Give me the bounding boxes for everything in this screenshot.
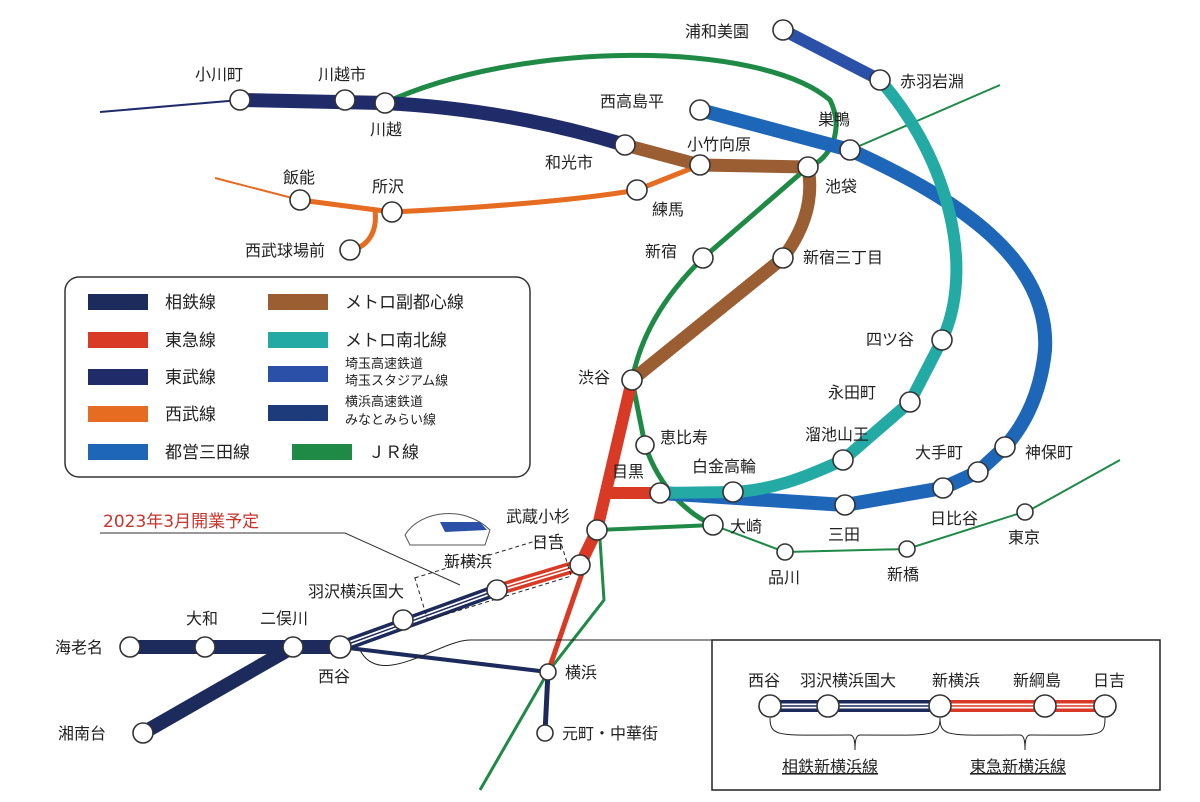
inset-line-tokyu: 東急新横浜線 [970,757,1066,776]
shinkansen-icon [404,513,491,546]
station-label: 赤羽岩淵 [900,72,964,91]
legend-label: メトロ南北線 [345,331,447,351]
legend-label: 埼玉高速鉄道 [345,356,423,372]
station-label: 羽沢横浜国大 [308,582,404,601]
legend-label: ＪＲ線 [368,443,419,463]
legend-label: 都営三田線 [165,443,250,463]
station-label: 巣鴨 [818,110,850,129]
station-label: 飯能 [283,168,315,187]
sotetsu-line [130,584,551,740]
station-label: 武蔵小杉 [506,507,570,526]
legend-label: みなとみらい線 [345,412,436,428]
inset-station: 西谷 [748,671,780,690]
station-label: 練馬 [652,200,684,219]
station-label: 川越 [370,120,402,139]
station-label: 三田 [828,525,860,544]
station-label: 西高島平 [600,92,664,111]
station-label: 海老名 [55,638,103,657]
station-label: 浦和美園 [685,22,749,41]
tokyu-shinyokohama-line [495,559,582,596]
legend-label: 相鉄線 [165,293,216,313]
station-label: 白金高輪 [692,457,756,476]
station-label: 新宿三丁目 [803,248,883,267]
station-label: 西谷 [318,667,350,686]
station-label: 大和 [186,609,218,628]
station-label: 和光市 [545,153,593,172]
station-label: 元町・中華街 [562,724,658,743]
station-label: 大崎 [730,517,762,536]
station-label: 川越市 [318,65,366,84]
station-label: 東京 [1008,528,1040,547]
station-label: 渋谷 [578,368,610,387]
station-label: 溜池山王 [805,425,869,444]
station-label: 日比谷 [930,509,978,528]
station-label: 西武球場前 [245,241,325,260]
legend-label: 東武線 [165,368,216,388]
station-label: 品川 [768,568,800,587]
station-label: 二俣川 [260,609,308,628]
legend-label: 西武線 [165,405,216,425]
inset-station: 新横浜 [932,671,980,690]
station-label: 永田町 [828,383,876,402]
station-label: 新宿 [645,242,677,261]
inset-station: 日吉 [1093,671,1125,690]
station-labels: 小川町 川越市 川越 和光市 小竹向原 池袋 西高島平 巣鴨 浦和美園 赤羽岩淵… [55,22,1073,743]
station-label: 池袋 [825,177,857,196]
station-label: 新横浜 [444,552,492,571]
inset-line-sotetsu: 相鉄新横浜線 [782,757,878,776]
station-label: 目黒 [612,462,644,481]
station-label: 恵比寿 [660,428,708,447]
station-label: 小川町 [195,65,243,84]
inset-diagram: 西谷 羽沢横浜国大 新横浜 新綱島 日吉 相鉄新横浜線 東急新横浜線 [711,639,1161,791]
station-label: 四ツ谷 [866,330,914,349]
legend-label: 埼玉スタジアム線 [345,373,448,389]
saitama-line [780,24,883,86]
inset-station: 羽沢横浜国大 [800,671,896,690]
station-label: 日吉 [532,533,564,552]
legend-label: 東急線 [165,331,216,351]
legend-label: メトロ副都心線 [345,293,464,313]
tobu-line [239,93,628,152]
opening-annotation: 2023年3月開業予定 [103,512,259,532]
station-label: 神保町 [1025,443,1073,462]
stations [119,19,1034,744]
inset-station: 新綱島 [1013,671,1061,690]
legend: 相鉄線 東急線 東武線 西武線 都営三田線 メトロ副都心線 メトロ南北線 埼玉高… [64,276,531,478]
station-label: 大手町 [915,443,963,462]
namboku-line [659,76,963,499]
station-label: 湘南台 [58,724,106,743]
station-label: 所沢 [372,177,404,196]
station-label: 小竹向原 [687,135,751,154]
station-label: 新橋 [887,565,919,584]
legend-label: 横浜高速鉄道 [345,394,423,410]
station-label: 横浜 [565,663,597,682]
